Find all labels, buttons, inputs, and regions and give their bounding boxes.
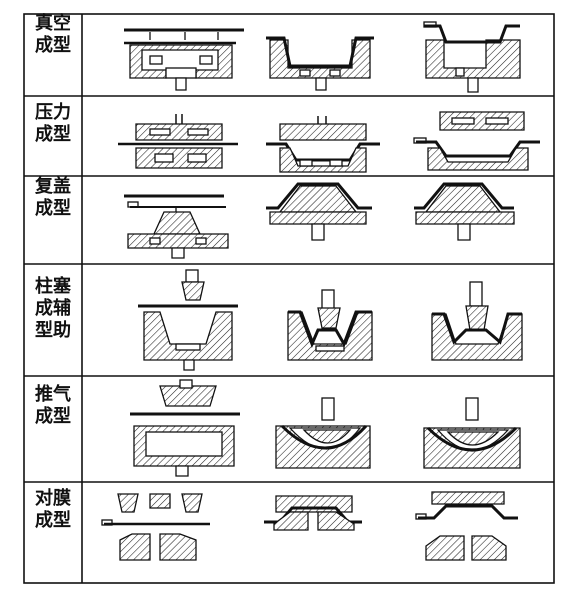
drape-forming-stage-3 bbox=[414, 182, 515, 241]
vacuum-forming-stage-2 bbox=[266, 36, 374, 91]
pressure-forming-stage-1 bbox=[118, 114, 238, 169]
vacuum-forming-stage-3 bbox=[423, 21, 521, 93]
table-grid bbox=[23, 13, 555, 584]
plug-assist-stage-2 bbox=[287, 289, 373, 361]
matched-mold-stage-3 bbox=[415, 491, 518, 561]
vacuum-forming-stage-1 bbox=[124, 28, 244, 91]
pressure-forming-stage-2 bbox=[266, 116, 380, 173]
matched-mold-stage-1 bbox=[101, 493, 210, 561]
row-label-plug-assist-forming: 柱塞成辅型助 bbox=[35, 276, 71, 341]
plug-assist-stage-1 bbox=[138, 269, 238, 371]
billow-forming-stage-1 bbox=[130, 379, 240, 477]
billow-forming-stage-3 bbox=[423, 397, 521, 469]
matched-mold-stage-2 bbox=[264, 495, 362, 531]
billow-forming-stage-2 bbox=[275, 397, 371, 469]
row-label-billow-forming: 推气成型 bbox=[35, 384, 71, 427]
pressure-forming-stage-3 bbox=[413, 111, 540, 171]
drape-forming-stage-1 bbox=[124, 194, 229, 259]
drape-forming-stage-2 bbox=[266, 182, 372, 241]
row-label-vacuum-forming: 真空成型 bbox=[35, 13, 71, 56]
row-label-drape-forming: 复盖成型 bbox=[35, 176, 71, 219]
row-label-pressure-forming: 压力成型 bbox=[35, 102, 71, 145]
plug-assist-stage-3 bbox=[431, 281, 523, 361]
row-label-matched-mold-forming: 对膜成型 bbox=[35, 488, 71, 531]
